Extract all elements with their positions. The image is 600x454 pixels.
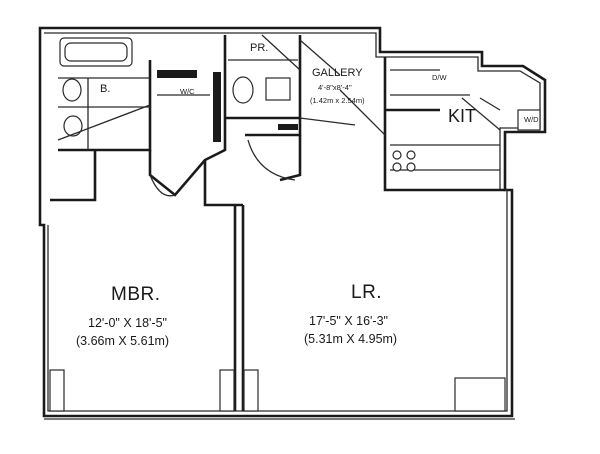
hall-wall (203, 160, 243, 207)
washer-dryer (517, 109, 541, 131)
column (49, 369, 65, 412)
gallery-label: GALLERY (312, 67, 363, 79)
wd-label: W/D (524, 115, 539, 124)
closet-wall (148, 35, 227, 197)
dw-label: D/W (432, 73, 447, 82)
lr-entry-wall (279, 135, 302, 182)
powder-label: PR. (250, 42, 269, 54)
powder-sink (265, 77, 291, 101)
closet-shelf (157, 70, 197, 78)
exterior-wall (38, 26, 547, 418)
exterior-wall-inner (44, 32, 541, 412)
mbr-dim-metric: (3.66m X 5.61m) (76, 334, 170, 348)
wic-label: W/C (180, 87, 195, 96)
mbr-label: MBR. (111, 284, 161, 305)
lr-dim-imperial: 17'-5" X 16'-3" (309, 314, 388, 328)
kitchen-wall (383, 57, 505, 192)
bath-label: B. (100, 83, 111, 95)
lr-dim-metric: (5.31m X 4.95m) (304, 332, 398, 346)
gallery-dim-imperial: 4'-8"x8'-4" (318, 83, 352, 92)
burner (392, 150, 402, 160)
kit-label: KIT (448, 106, 477, 126)
sink (62, 78, 82, 102)
toilet (63, 115, 83, 137)
powder-toilet (232, 76, 254, 104)
lr-label: LR. (351, 282, 383, 303)
mbr-wall (50, 150, 97, 202)
mbr-dim-imperial: 12'-0" X 18'-5" (88, 316, 167, 330)
gallery-dim-metric: (1.42m x 2.54m) (310, 96, 365, 105)
